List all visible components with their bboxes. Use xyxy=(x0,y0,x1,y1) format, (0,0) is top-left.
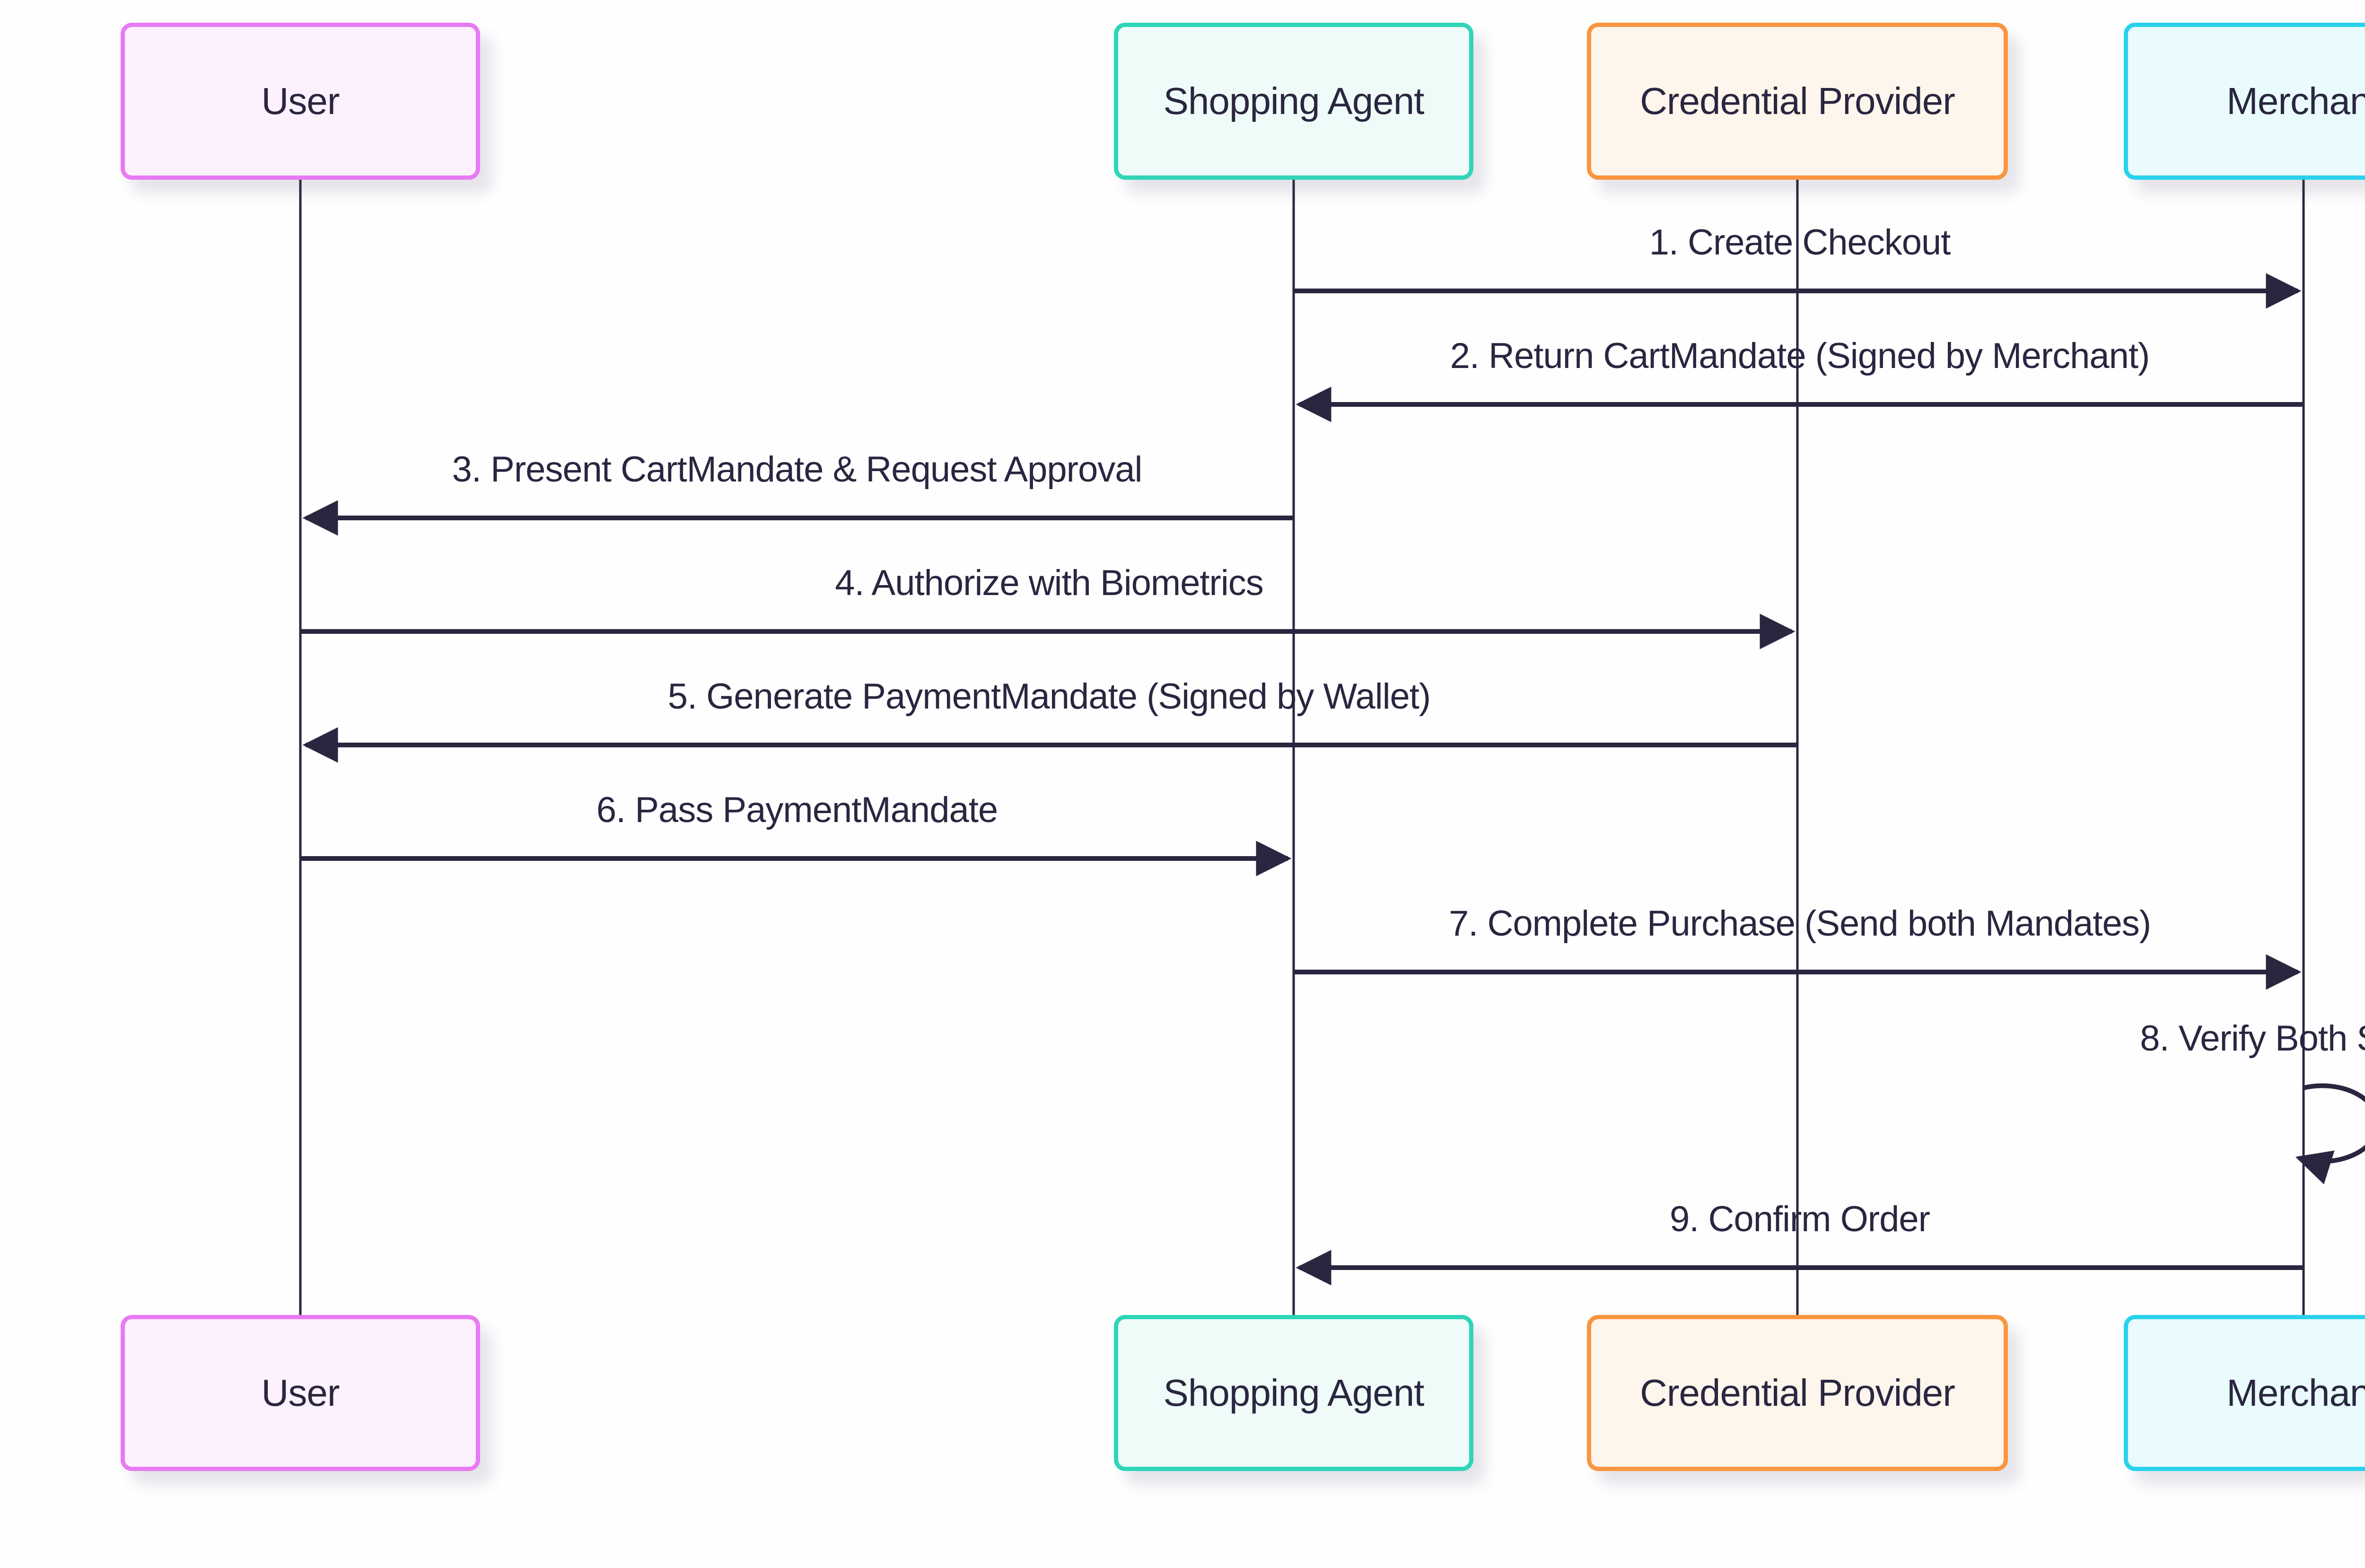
actor-box-credential-provider-top: Credential Provider xyxy=(1587,23,2008,180)
actor-label-credential-provider: Credential Provider xyxy=(1640,1372,1955,1414)
message-label-6: 6. Pass PaymentMandate xyxy=(596,790,998,830)
message-label-8: 8. Verify Both Signatures xyxy=(2140,1018,2365,1059)
actor-label-credential-provider: Credential Provider xyxy=(1640,80,1955,122)
actor-box-credential-provider-bottom: Credential Provider xyxy=(1587,1315,2008,1471)
arrow-8-self-loop-verify-signatures xyxy=(2295,1083,2365,1184)
actor-label-shopping-agent: Shopping Agent xyxy=(1163,80,1425,122)
actor-box-merchant-bottom: Merchant xyxy=(2124,1315,2365,1471)
message-label-7: 7. Complete Purchase (Send both Mandates… xyxy=(1448,903,2151,944)
message-label-1: 1. Create Checkout xyxy=(1649,222,1951,263)
actor-label-user: User xyxy=(261,1372,340,1414)
message-label-4: 4. Authorize with Biometrics xyxy=(835,563,1263,603)
message-label-2: 2. Return CartMandate (Signed by Merchan… xyxy=(1450,336,2150,376)
message-label-5: 5. Generate PaymentMandate (Signed by Wa… xyxy=(667,676,1431,717)
message-label-9: 9. Confirm Order xyxy=(1670,1199,1930,1239)
actor-box-shopping-agent-bottom: Shopping Agent xyxy=(1114,1315,1473,1471)
message-label-3: 3. Present CartMandate & Request Approva… xyxy=(452,449,1143,490)
actor-box-user-top: User xyxy=(121,23,480,180)
actor-box-shopping-agent-top: Shopping Agent xyxy=(1114,23,1473,180)
actor-label-merchant: Merchant xyxy=(2226,1372,2365,1414)
actor-label-merchant: Merchant xyxy=(2226,80,2365,122)
actor-box-merchant-top: Merchant xyxy=(2124,23,2365,180)
actor-label-shopping-agent: Shopping Agent xyxy=(1163,1372,1425,1414)
actor-label-user: User xyxy=(261,80,340,122)
actor-box-user-bottom: User xyxy=(121,1315,480,1471)
